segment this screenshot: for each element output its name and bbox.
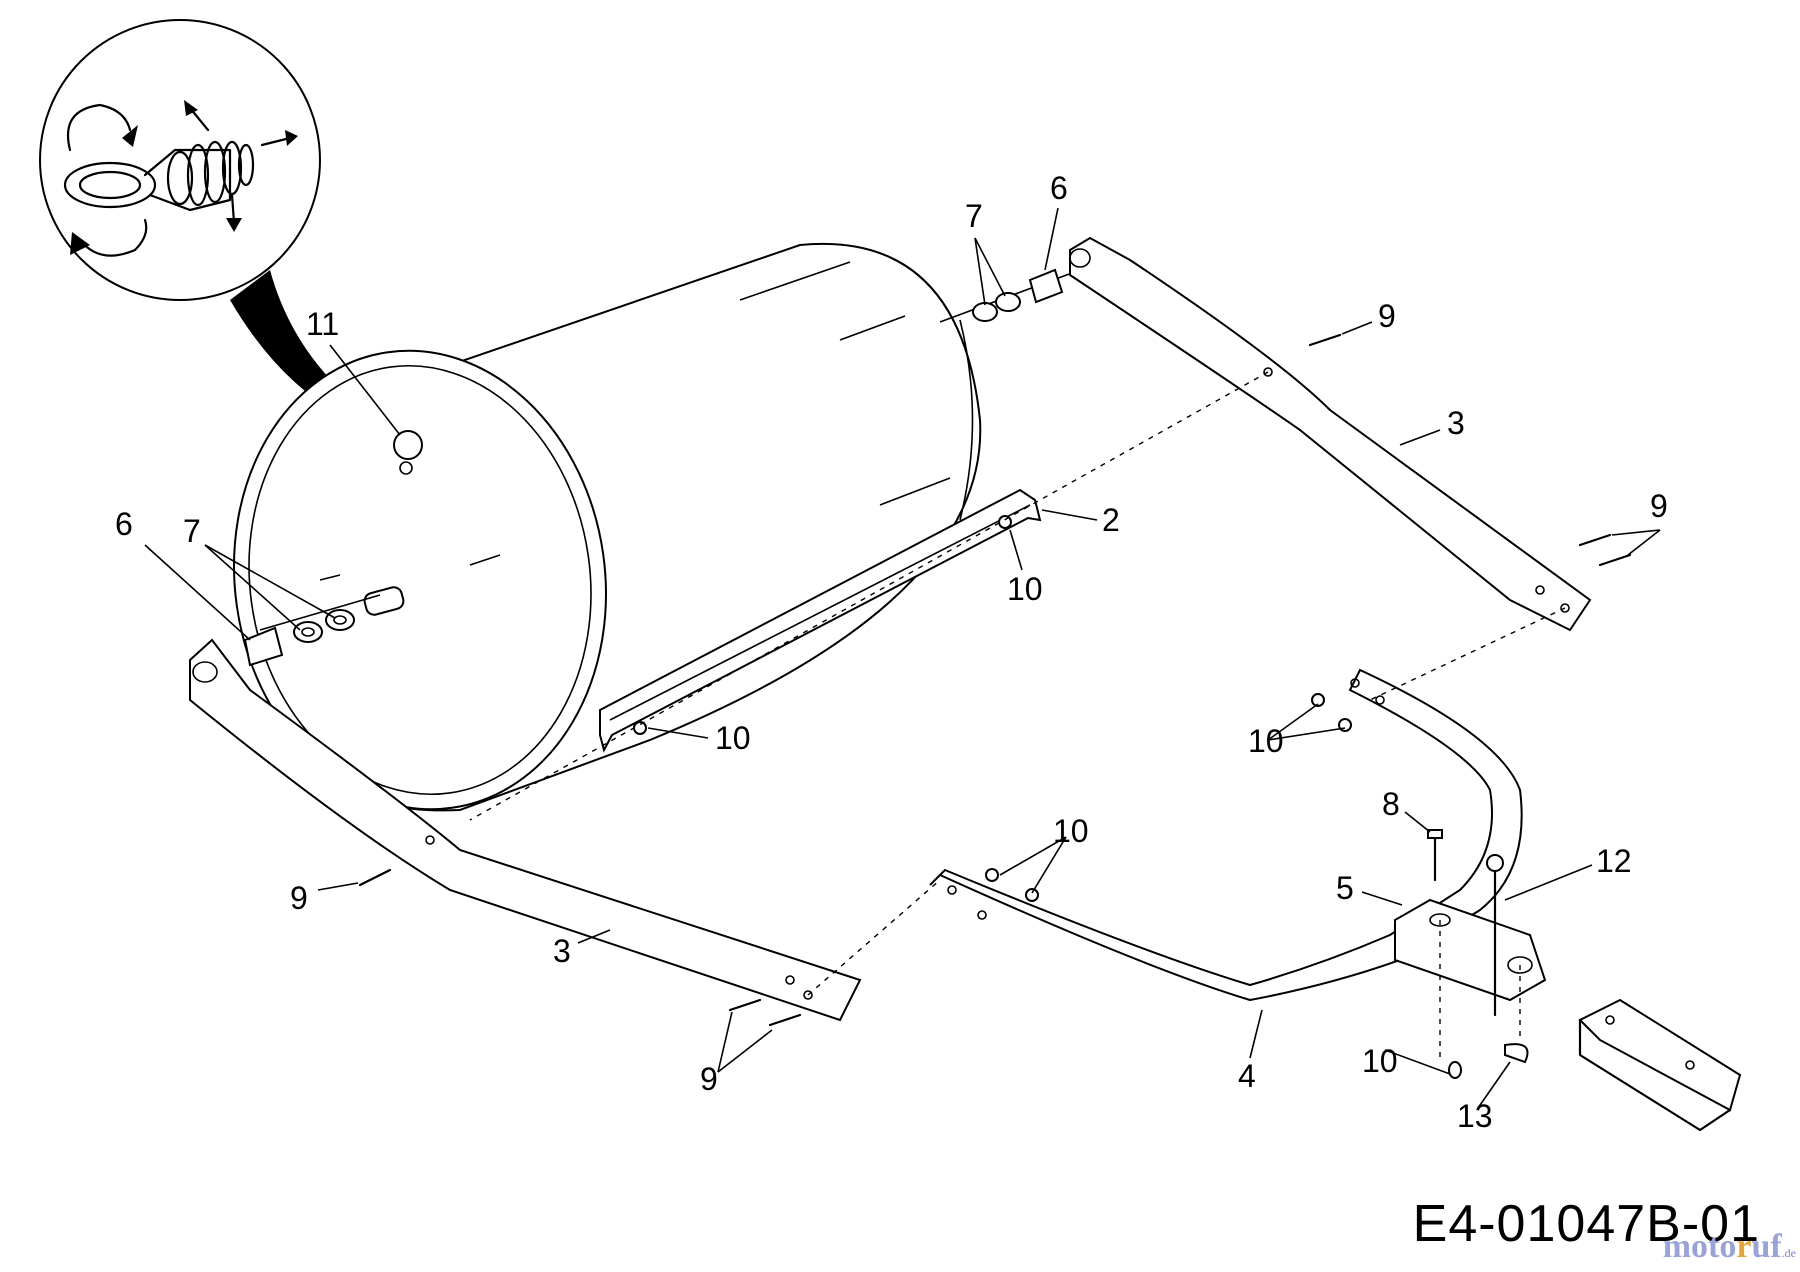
leader-line xyxy=(204,544,336,619)
leader-line xyxy=(999,836,1067,876)
leader-line xyxy=(1504,864,1593,901)
leader-line xyxy=(204,544,301,631)
spacer-block xyxy=(1578,998,1742,1132)
leader-line xyxy=(329,344,401,436)
leader-line xyxy=(577,929,611,944)
direction-arrows-icon xyxy=(184,100,298,232)
callout-5: 5 xyxy=(1336,870,1354,906)
watermark-logo: motoruf.de xyxy=(1662,1228,1796,1265)
leader-line xyxy=(1627,529,1661,556)
leader-line xyxy=(647,727,709,739)
callout-7-right: 7 xyxy=(965,198,983,234)
leader-line xyxy=(1267,703,1319,741)
callout-10-left: 10 xyxy=(715,720,751,756)
callout-9-bottom: 9 xyxy=(700,1061,718,1097)
bushing xyxy=(243,626,284,667)
assembly-guide-lines xyxy=(469,371,1566,1060)
callout-leaders xyxy=(144,207,1661,1109)
callout-3-right: 3 xyxy=(1447,405,1465,441)
zoom-pointer-wedge xyxy=(230,270,410,440)
callout-2: 2 xyxy=(1102,502,1120,538)
roller-drum xyxy=(233,242,982,812)
axle-stub xyxy=(363,586,405,616)
callout-9-upper: 9 xyxy=(1378,298,1396,334)
callout-7-left: 7 xyxy=(183,513,201,549)
callout-9-left: 9 xyxy=(290,880,308,916)
callout-13: 13 xyxy=(1457,1098,1493,1134)
bolts xyxy=(358,333,1632,1027)
callout-6-left: 6 xyxy=(115,506,133,542)
leader-line xyxy=(1267,727,1346,741)
right-axle-parts xyxy=(939,268,1081,323)
nut xyxy=(1448,1061,1462,1079)
callout-11: 11 xyxy=(306,306,340,342)
hitch-pin xyxy=(1486,854,1529,1064)
leader-line xyxy=(1404,811,1431,833)
leader-line xyxy=(717,1029,773,1073)
leader-line xyxy=(1249,1009,1263,1059)
callout-8: 8 xyxy=(1382,786,1400,822)
bushing xyxy=(1028,268,1064,304)
zoom-circle xyxy=(39,19,321,301)
leader-line xyxy=(1341,321,1373,335)
hitch-bracket xyxy=(1394,898,1547,1079)
leader-line xyxy=(1477,1061,1511,1109)
rotation-arrows-icon xyxy=(66,103,148,257)
callout-6-right: 6 xyxy=(1050,170,1068,206)
hair-pin-clip xyxy=(1504,1043,1529,1064)
leader-line xyxy=(1041,509,1098,521)
detail-zoom-bubble xyxy=(39,19,410,440)
diagram-reference-id: E4-01047B-01 xyxy=(1412,1195,1760,1253)
nuts xyxy=(633,515,1352,902)
leader-line xyxy=(1399,429,1441,446)
callout-10-handle: 10 xyxy=(1053,813,1089,849)
callout-12: 12 xyxy=(1596,843,1632,879)
right-frame-arm xyxy=(1069,236,1592,632)
leader-line xyxy=(1384,1049,1451,1075)
callout-10-crossbar: 10 xyxy=(1007,571,1043,607)
fill-plug xyxy=(393,430,423,460)
leader-line xyxy=(317,882,359,891)
left-axle-parts xyxy=(243,586,405,667)
leader-line xyxy=(1009,529,1023,571)
leader-line xyxy=(1361,891,1403,906)
callout-4: 4 xyxy=(1238,1058,1256,1094)
handle xyxy=(929,668,1523,1002)
hitch-bolt xyxy=(1427,829,1443,882)
callout-10-bottom: 10 xyxy=(1362,1043,1398,1079)
drain-plug-detail xyxy=(63,140,255,212)
left-frame-arm xyxy=(189,638,862,1022)
callout-10-right: 10 xyxy=(1248,723,1284,759)
leader-line xyxy=(974,237,1006,297)
leader-line xyxy=(1611,529,1661,536)
callout-9-right: 9 xyxy=(1650,488,1668,524)
leader-line xyxy=(974,237,986,306)
leader-line xyxy=(144,544,251,641)
callout-3-left: 3 xyxy=(553,933,571,969)
leader-line xyxy=(717,1011,733,1073)
cross-bar xyxy=(599,488,1042,753)
leader-line xyxy=(1031,836,1067,894)
leader-line xyxy=(1044,207,1059,271)
